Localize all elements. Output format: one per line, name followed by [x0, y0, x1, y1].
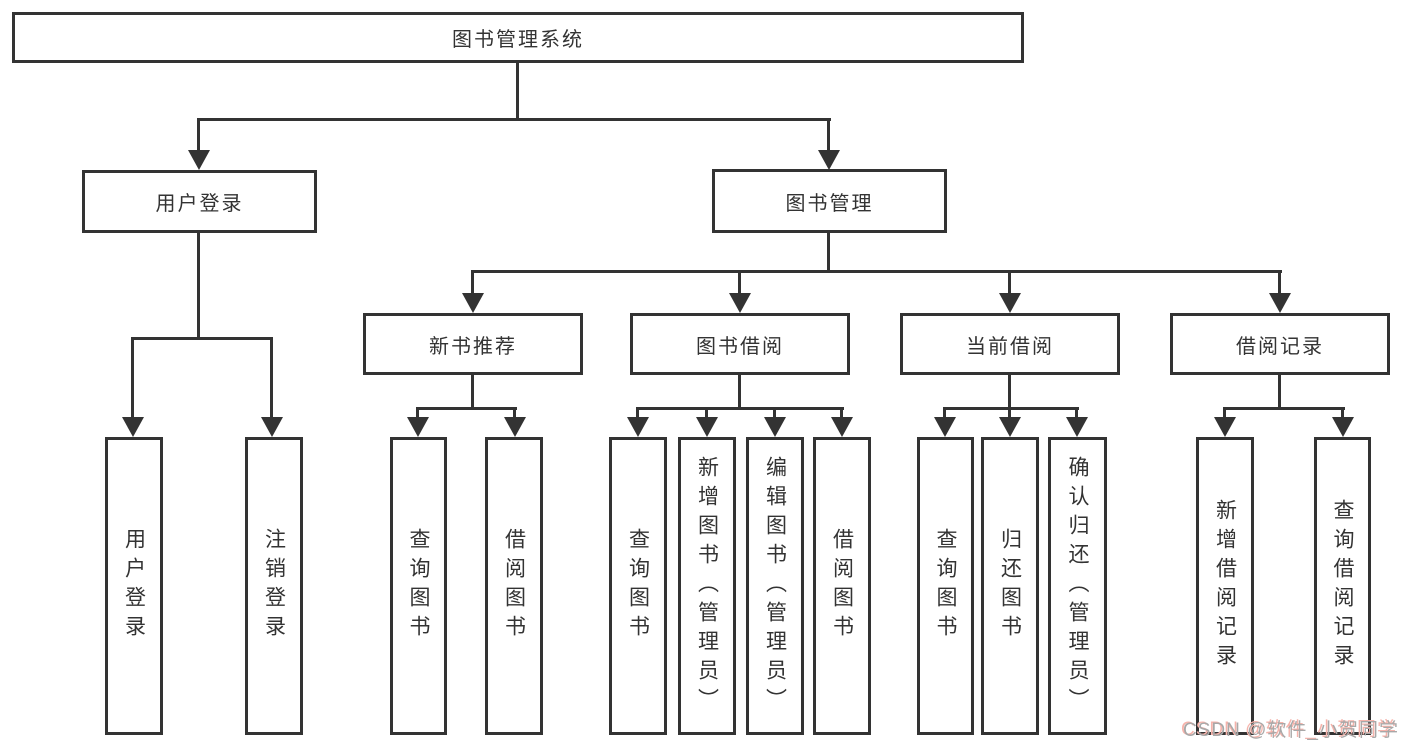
- node-label: 借阅记录: [1236, 335, 1324, 358]
- leaf-user-login: 用户登录: [105, 437, 163, 735]
- node-user-login: 用户登录: [82, 170, 317, 233]
- connector-trunk: [1008, 375, 1011, 407]
- node-book-management: 图书管理: [712, 169, 947, 233]
- connector-stem: [471, 270, 474, 295]
- connector-stem: [1008, 270, 1011, 295]
- connector-stem: [827, 118, 830, 152]
- connector-stem: [1278, 270, 1281, 295]
- csdn-watermark: CSDN @软件_小贺同学: [1183, 720, 1399, 741]
- connector-stem: [1223, 407, 1226, 417]
- leaf-confirm-return-admin: 确认归还（管理员）: [1048, 437, 1107, 735]
- connector-stem: [738, 270, 741, 295]
- connector-group-bar: [636, 407, 844, 410]
- node-label: 归还图书: [998, 528, 1022, 644]
- connector-stem: [636, 407, 639, 417]
- node-label: 用户登录: [122, 528, 146, 644]
- leaf-query-borrow-record: 查询借阅记录: [1314, 437, 1371, 735]
- arrow-head: [999, 417, 1021, 437]
- leaf-borrow-books: 借阅图书: [813, 437, 871, 735]
- connector-level3-bar: [471, 270, 1282, 273]
- arrow-head: [1269, 293, 1291, 313]
- arrow-head: [729, 293, 751, 313]
- arrow-head: [818, 150, 840, 170]
- connector-group-bar: [1223, 407, 1345, 410]
- connector-stem: [131, 337, 134, 417]
- node-label: 图书管理系统: [452, 29, 584, 51]
- arrow-head: [831, 417, 853, 437]
- node-label: 新增图书（管理员）: [695, 455, 719, 717]
- arrow-head: [261, 417, 283, 437]
- arrow-head: [462, 293, 484, 313]
- arrow-head: [188, 150, 210, 170]
- arrow-head: [504, 417, 526, 437]
- connector-book-mgmt-trunk: [827, 233, 830, 270]
- connector-user-login-trunk: [197, 233, 200, 337]
- node-library-management-system: 图书管理系统: [12, 12, 1024, 63]
- connector-stem: [513, 407, 516, 417]
- leaf-logout: 注销登录: [245, 437, 303, 735]
- connector-group-bar: [416, 407, 517, 410]
- connector-stem: [197, 118, 200, 152]
- node-label: 新书推荐: [429, 335, 517, 358]
- node-label: 查询图书: [934, 528, 957, 644]
- node-new-book-recommendation: 新书推荐: [363, 313, 583, 375]
- node-label: 图书借阅: [696, 335, 784, 358]
- arrow-head: [696, 417, 718, 437]
- node-label: 用户登录: [155, 193, 244, 215]
- connector-stem: [705, 407, 708, 417]
- node-label: 注销登录: [262, 528, 286, 644]
- leaf-query-books: 查询图书: [917, 437, 974, 735]
- node-label: 图书管理: [785, 192, 874, 215]
- node-label: 查询图书: [407, 528, 430, 644]
- node-book-borrowing: 图书借阅: [630, 313, 850, 375]
- node-borrowing-records: 借阅记录: [1170, 313, 1390, 375]
- arrow-head: [1332, 417, 1354, 437]
- connector-root-trunk: [516, 63, 519, 118]
- leaf-borrow-books: 借阅图书: [485, 437, 543, 735]
- arrow-head: [122, 417, 144, 437]
- node-label: 编辑图书（管理员）: [763, 455, 787, 717]
- node-label: 确认归还（管理员）: [1066, 455, 1089, 717]
- leaf-query-books: 查询图书: [609, 437, 667, 735]
- arrow-head: [999, 293, 1021, 313]
- connector-stem: [1008, 407, 1011, 417]
- arrow-head: [1066, 417, 1088, 437]
- leaf-query-books: 查询图书: [390, 437, 447, 735]
- connector-level2-bar: [197, 118, 831, 121]
- connector-stem: [773, 407, 776, 417]
- node-label: 查询图书: [626, 528, 650, 644]
- connector-stem: [840, 407, 843, 417]
- leaf-add-books-admin: 新增图书（管理员）: [678, 437, 736, 735]
- connector-trunk: [471, 375, 474, 407]
- connector-group-bar: [943, 407, 1079, 410]
- arrow-head: [764, 417, 786, 437]
- node-label: 查询借阅记录: [1331, 499, 1354, 673]
- connector-group-bar: [131, 337, 273, 340]
- connector-stem: [270, 337, 273, 417]
- node-current-borrowing: 当前借阅: [900, 313, 1120, 375]
- node-label: 借阅图书: [830, 528, 854, 644]
- node-label: 借阅图书: [502, 528, 526, 644]
- node-label: 当前借阅: [966, 335, 1054, 358]
- connector-stem: [1075, 407, 1078, 417]
- connector-trunk: [1278, 375, 1281, 407]
- leaf-add-borrow-record: 新增借阅记录: [1196, 437, 1254, 735]
- leaf-edit-books-admin: 编辑图书（管理员）: [746, 437, 804, 735]
- connector-stem: [943, 407, 946, 417]
- arrow-head: [934, 417, 956, 437]
- arrow-head: [407, 417, 429, 437]
- arrow-head: [627, 417, 649, 437]
- leaf-return-books: 归还图书: [981, 437, 1039, 735]
- node-label: 新增借阅记录: [1213, 499, 1237, 673]
- arrow-head: [1214, 417, 1236, 437]
- connector-trunk: [738, 375, 741, 407]
- connector-stem: [416, 407, 419, 417]
- connector-stem: [1341, 407, 1344, 417]
